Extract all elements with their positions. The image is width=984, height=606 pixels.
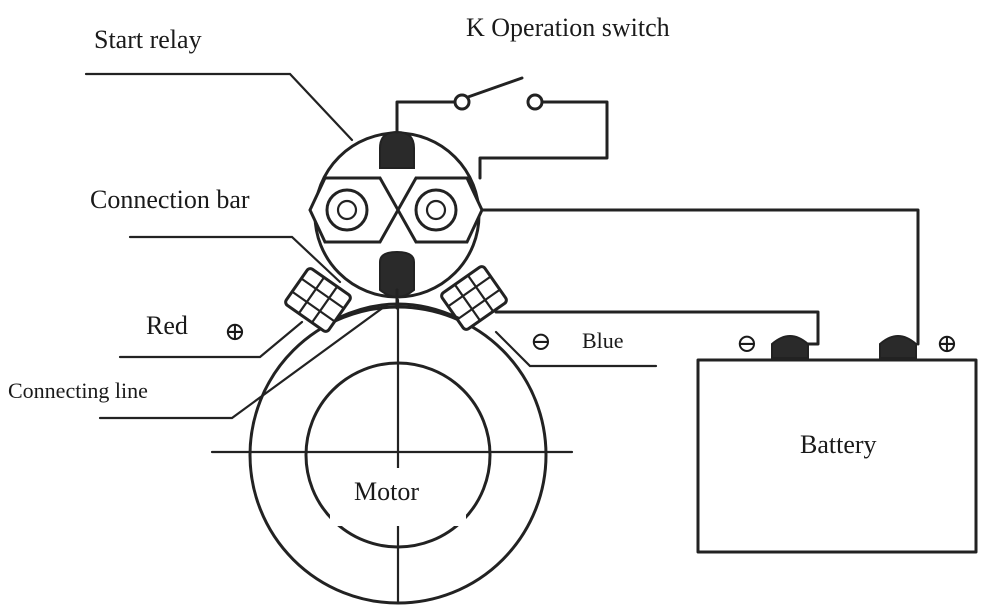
start-relay-label: Start relay <box>94 25 202 54</box>
connecting-line-label: Connecting line <box>8 378 148 403</box>
blue-label: Blue <box>582 328 624 353</box>
start-relay <box>308 130 484 310</box>
connection-bar-left-bolt-inner <box>336 199 358 221</box>
leader-red <box>118 320 304 359</box>
leader-connecting-line <box>98 302 390 420</box>
connection-bar-label: Connection bar <box>90 185 250 214</box>
connection-bar-body <box>308 176 484 244</box>
switch-wire-left <box>395 100 457 134</box>
battery-negative-terminal <box>771 335 809 359</box>
switch-blade <box>466 76 524 99</box>
positive-cable <box>480 208 920 346</box>
battery-negative-symbol: ⊖ <box>736 329 758 358</box>
relay-bottom-terminal <box>379 250 415 298</box>
blue-terminal-nut <box>440 265 508 331</box>
negative-cable <box>494 310 820 346</box>
battery-positive-terminal <box>879 335 917 359</box>
red-label: Red <box>146 311 188 340</box>
operation-switch-label: K Operation switch <box>466 13 670 42</box>
leader-connection-bar <box>128 235 342 284</box>
blue-minus-symbol: ⊖ <box>530 327 552 356</box>
battery: Battery ⊖ ⊕ <box>696 329 978 554</box>
leader-blue <box>494 330 658 368</box>
motor: Motor <box>210 298 574 605</box>
switch-contact-left <box>453 93 471 111</box>
motor-label: Motor <box>354 477 419 506</box>
switch-wire-right <box>478 100 609 180</box>
connection-bar-left-bolt-outer <box>325 188 369 232</box>
connection-bar-right-bolt-outer <box>414 188 458 232</box>
connection-bar-right-bolt-inner <box>425 199 447 221</box>
leader-start-relay <box>84 72 354 142</box>
motor-top-bracket <box>336 302 460 320</box>
battery-label: Battery <box>800 430 877 459</box>
motor-label-backdrop <box>330 468 466 526</box>
red-terminal-nut <box>284 267 352 333</box>
switch-contact-right <box>526 93 544 111</box>
battery-positive-symbol: ⊕ <box>936 329 958 358</box>
red-plus-symbol: ⊕ <box>224 317 246 346</box>
battery-case <box>696 358 978 554</box>
relay-top-terminal <box>379 130 415 169</box>
